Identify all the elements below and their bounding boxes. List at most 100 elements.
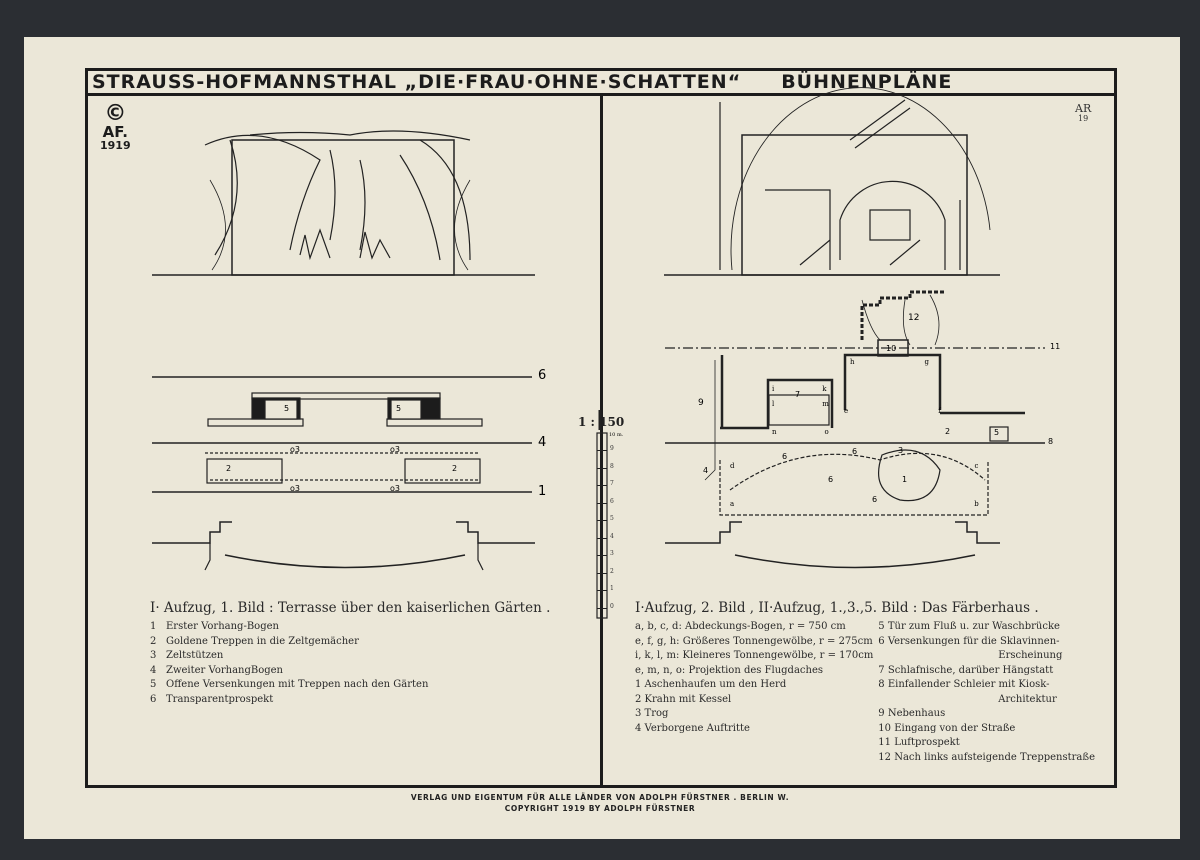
legend-item-number: 6 (150, 693, 157, 705)
plan-label: 7 (795, 390, 801, 399)
arch-letters: a b (730, 500, 979, 508)
legend-item: e, m, n, o: Projektion des Flugdaches (635, 664, 824, 676)
vault-letters: e f (844, 407, 941, 415)
marker: 2 (452, 464, 458, 473)
letter: m (822, 400, 829, 408)
plan-label: 6 (828, 475, 834, 484)
legend-item: e, f, g, h: Größeres Tonnengewölbe, r = … (635, 635, 873, 647)
plan-label: 3 (898, 446, 904, 455)
scale-tick-label: 3 (610, 550, 614, 557)
legend-item: i, k, l, m: Kleineres Tonnengewölbe, r =… (635, 650, 874, 661)
legend-item-number: 2 (150, 635, 157, 647)
right-plan (665, 290, 1045, 569)
logo-year: 1919 (100, 139, 131, 152)
marker: 2 (226, 464, 232, 473)
letter: f (938, 407, 941, 415)
scale-tick-label: 0 (610, 602, 614, 610)
legend-item: 10 Eingang von der Straße (878, 722, 1016, 734)
plan-label: 8 (1048, 437, 1054, 446)
letter: o (824, 428, 829, 436)
scale-unit: 10 m. (609, 432, 624, 438)
letter: g (924, 358, 929, 366)
legend-item-text: Goldene Treppen in die Zeltgemächer (166, 635, 359, 647)
legend-item: 8 Einfallender Schleier mit Kiosk- (878, 679, 1050, 690)
scale-bar (596, 410, 608, 619)
scale-tick-label: 2 (610, 567, 614, 575)
letter: h (850, 358, 855, 366)
letter: c (974, 462, 979, 470)
line-label-1: 1 (538, 484, 547, 499)
scale-tick-label: 4 (610, 532, 614, 540)
scale-tick-label: 6 (610, 497, 614, 505)
marker: 5 (396, 404, 402, 413)
plan-label: 9 (698, 398, 704, 408)
marker: o3 (390, 445, 400, 454)
copyright-symbol: © (104, 101, 127, 126)
legend-item: 7 Schlafnische, darüber Hängstatt (878, 664, 1054, 676)
scale-tick (597, 467, 607, 469)
legend-item-text: Transparentprospekt (166, 693, 274, 705)
left-elevation (152, 130, 535, 276)
scale-tick (597, 485, 607, 486)
plan-label: 6 (872, 495, 878, 504)
title-bar: STRAUSS-HOFMANNSTHAL „DIE·FRAU·OHNE·SCHA… (88, 71, 1114, 96)
right-legend: I·Aufzug, 2. Bild , II·Aufzug, 1.,3.,5. … (635, 600, 1095, 765)
legend-item: Erscheinung (998, 650, 1063, 661)
vault-letters: n o (772, 428, 829, 436)
footer-publisher: VERLAG UND EIGENTUM FÜR ALLE LÄNDER VON … (410, 793, 790, 802)
scale-tick-label: 9 (610, 445, 614, 452)
title-main: STRAUSS-HOFMANNSTHAL „DIE·FRAU·OHNE·SCHA… (92, 71, 742, 93)
scale-tick (597, 502, 607, 504)
artist-monogram: AR 19 (1075, 102, 1092, 124)
legend-item: a, b, c, d: Abdeckungs-Bogen, r = 750 cm (635, 621, 846, 632)
plan-label: 6 (852, 447, 858, 456)
legend-item-text: Offene Versenkungen mit Treppen nach den… (166, 679, 429, 690)
legend-item-number: 5 (150, 679, 157, 690)
scale-ratio: 1 : 150 (578, 415, 625, 429)
scale-tick (597, 555, 607, 556)
right-legend-heading: I·Aufzug, 2. Bild , II·Aufzug, 1.,3.,5. … (635, 600, 1039, 616)
letter: e (844, 407, 849, 415)
vault-letters: l m (772, 400, 829, 408)
plan-label: 2 (945, 427, 951, 436)
scale-tick-label: 8 (610, 462, 614, 470)
legend-item: 1 Aschenhaufen um den Herd (635, 679, 787, 690)
legend-item-text: Zeltstützen (166, 650, 224, 661)
letter: b (974, 500, 979, 508)
plan-label: 10 (886, 344, 897, 353)
scale-tick-label: 1 (610, 585, 614, 592)
marker: o3 (390, 484, 400, 493)
scale-tick (597, 450, 607, 451)
legend-item-number: 4 (150, 664, 157, 676)
scale-tick (597, 520, 607, 521)
marker: o3 (290, 445, 300, 454)
plan-label: 11 (1050, 342, 1061, 351)
center-divider (600, 96, 603, 785)
legend-item: 5 Offene Versenkungen mit Treppen nach de… (150, 678, 550, 693)
marker: 5 (284, 404, 290, 413)
legend-item: 4 Verborgene Auftritte (635, 722, 750, 734)
left-legend: I· Aufzug, 1. Bild : Terrasse über den k… (150, 600, 550, 707)
scale-tick (597, 537, 607, 539)
legend-item: 2 Goldene Treppen in die Zeltgemächer (150, 635, 550, 650)
line-label-4: 4 (538, 435, 547, 450)
footer-copyright: COPYRIGHT 1919 BY ADOLPH FÜRSTNER (504, 804, 696, 813)
monogram-text: AR (1075, 102, 1092, 115)
scale-tick (597, 607, 607, 609)
monogram-year: 19 (1078, 114, 1089, 124)
scale-tick (597, 590, 607, 591)
letter: a (730, 500, 735, 508)
plan-frame: STRAUSS-HOFMANNSTHAL „DIE·FRAU·OHNE·SCHA… (85, 68, 1117, 788)
right-elevation (664, 87, 1000, 276)
legend-item-text: Erster Vorhang-Bogen (166, 621, 279, 632)
legend-item: 11 Luftprospekt (878, 737, 960, 748)
publisher-logo: © AF. 1919 (100, 101, 131, 152)
vault-letters: i k (772, 385, 827, 393)
scale-tick-label: 7 (610, 480, 614, 487)
line-label-6: 6 (538, 368, 547, 383)
letter: d (730, 462, 735, 470)
